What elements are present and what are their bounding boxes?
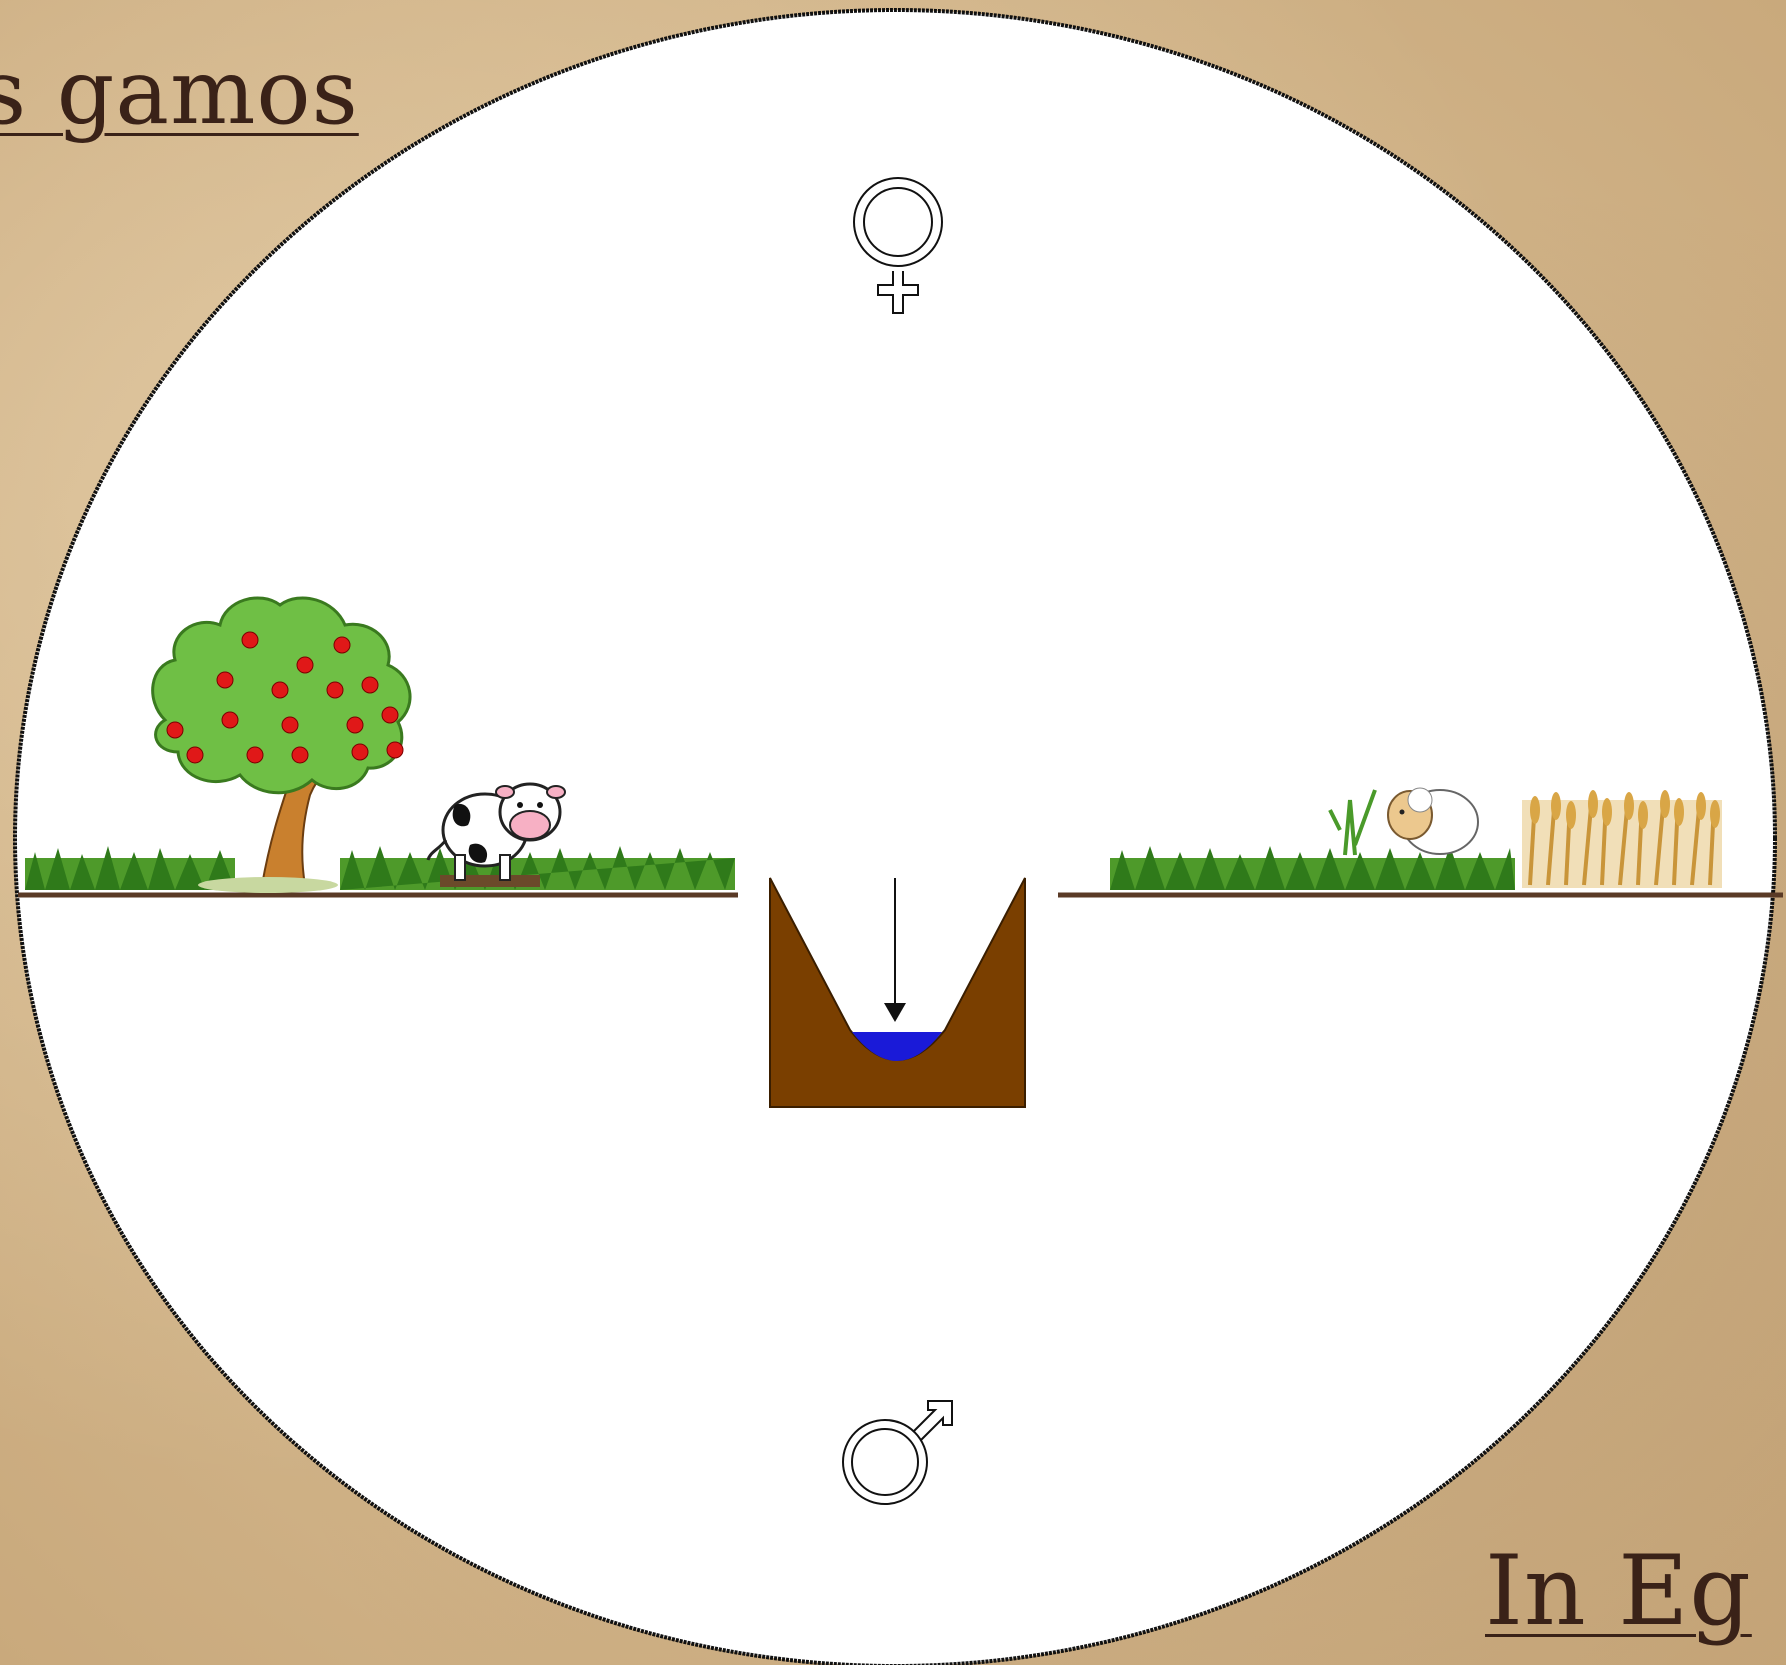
wheat-field-icon: [1522, 790, 1722, 888]
caption-bottom-right: In Eg: [1485, 1535, 1752, 1647]
